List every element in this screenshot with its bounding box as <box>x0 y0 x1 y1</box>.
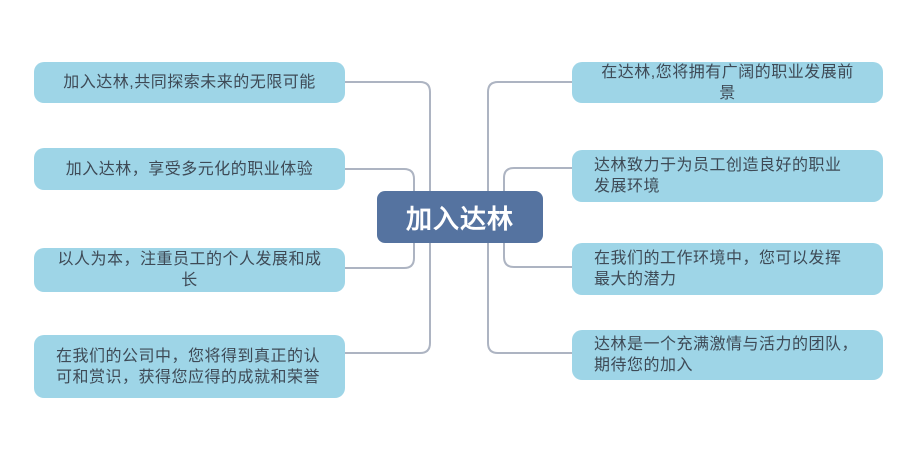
root-node[interactable]: 加入达林 <box>377 191 543 243</box>
branch-node-left-2[interactable]: 加入达林，享受多元化的职业体验 <box>34 148 345 190</box>
branch-node-right-3[interactable]: 在我们的工作环境中，您可以发挥 最大的潜力 <box>572 243 883 295</box>
branch-node-left-1[interactable]: 加入达林,共同探索未来的无限可能 <box>34 62 345 103</box>
branch-node-left-3[interactable]: 以人为本，注重员工的个人发展和成长 <box>34 248 345 292</box>
branch-node-right-4[interactable]: 达林是一个充满激情与活力的团队， 期待您的加入 <box>572 330 883 380</box>
branch-node-right-1[interactable]: 在达林,您将拥有广阔的职业发展前景 <box>572 62 883 103</box>
branch-node-right-2[interactable]: 达林致力于为员工创造良好的职业 发展环境 <box>572 150 883 202</box>
branch-node-left-4[interactable]: 在我们的公司中，您将得到真正的认 可和赏识，获得您应得的成就和荣誉 <box>34 335 345 398</box>
